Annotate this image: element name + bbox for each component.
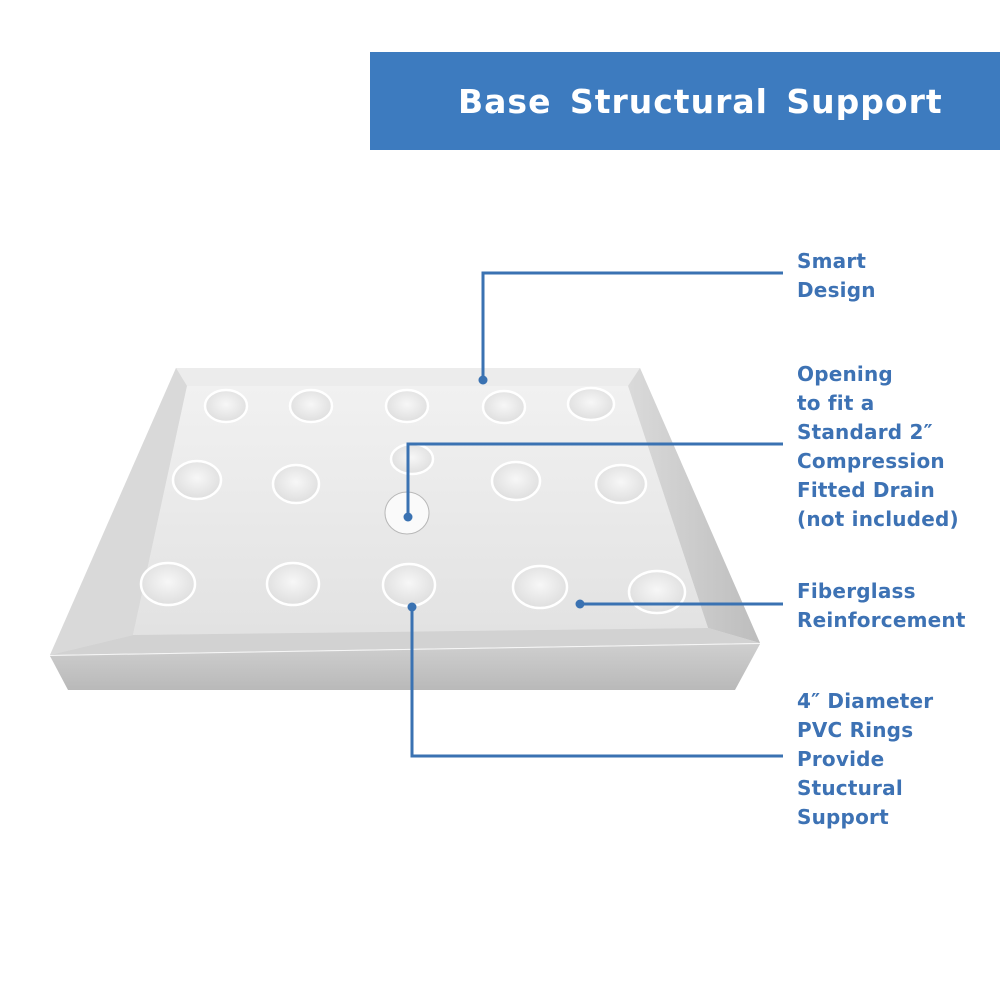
pvc-ring [627,569,687,615]
pvc-ring [265,561,321,607]
tray-back-wall [176,368,640,386]
pvc-ring [171,459,223,501]
callout-dot-pvc-rings [407,602,417,612]
pvc-ring [271,463,321,505]
title-banner: Base Structural Support [370,52,1000,150]
pvc-ring [381,562,437,608]
tray-front-face [50,644,760,690]
pvc-ring [511,564,569,610]
tray-left-wall [50,368,187,655]
callout-label-pvc-rings: 4″ Diameter PVC Rings Provide Stuctural … [797,689,934,829]
pvc-ring [566,386,616,422]
callout-dot-drain [403,512,413,522]
banner-title: Base Structural Support [458,81,943,121]
tray-right-wall [628,368,760,643]
callout-dot-smart-design [478,375,488,385]
callout-line-pvc-rings [410,607,783,758]
callout-label-drain-opening: Opening to fit a Standard 2″ Compression… [797,362,959,531]
callout-label-smart-design: Smart Design [797,249,876,302]
pvc-ring [203,388,249,424]
pvc-ring [288,388,334,424]
pvc-ring [594,463,648,505]
callout-lines [406,271,783,758]
pvc-ring [139,561,197,607]
callout-line-smart-design [481,271,783,380]
pvc-ring [389,442,435,476]
pvc-ring [384,388,430,424]
callout-label-fiberglass: Fiberglass Reinforcement [797,579,966,632]
pvc-ring [481,389,527,425]
callout-line-drain [406,442,783,517]
callout-dots [403,375,585,612]
pvc-ring [490,460,542,502]
callout-dot-fiberglass [575,599,585,609]
